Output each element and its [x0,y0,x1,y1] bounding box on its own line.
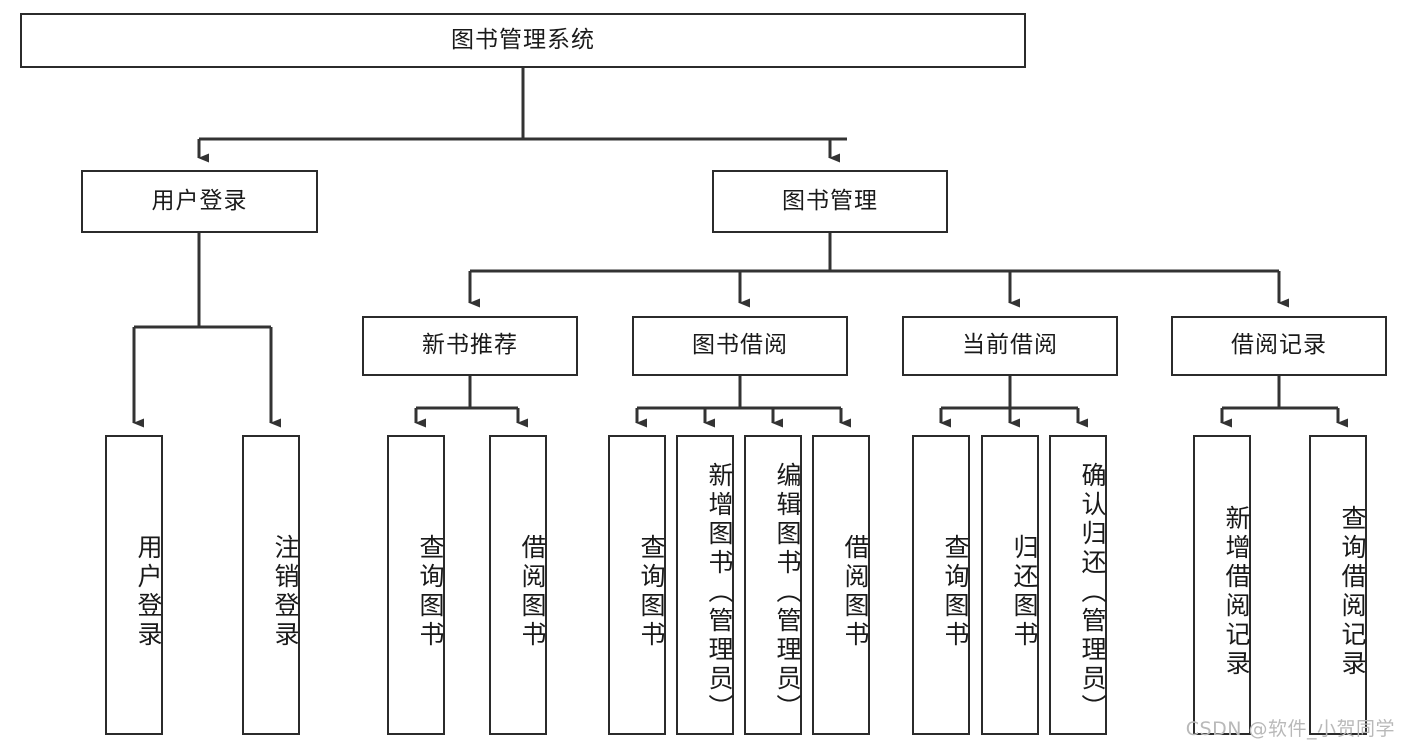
leaf-user-login-2[interactable]: 注销登录 [242,435,300,735]
node-root[interactable]: 图书管理系统 [20,13,1026,68]
leaf-borrow-2-label: 新增图书（管理员） [705,461,734,723]
leaf-current-1[interactable]: 查询图书 [912,435,970,735]
leaf-borrow-4[interactable]: 借阅图书 [812,435,870,735]
node-current-borrow[interactable]: 当前借阅 [902,316,1118,376]
node-new-book-recommend[interactable]: 新书推荐 [362,316,578,376]
node-user-login-label: 用户登录 [151,187,248,214]
leaf-record-2[interactable]: 查询借阅记录 [1309,435,1367,735]
leaf-borrow-3-label: 编辑图书（管理员） [773,461,802,723]
leaf-recommend-2[interactable]: 借阅图书 [489,435,547,735]
leaf-recommend-1-label: 查询图书 [416,534,445,650]
leaf-borrow-1[interactable]: 查询图书 [608,435,666,735]
leaf-borrow-1-label: 查询图书 [637,534,666,650]
node-book-borrow[interactable]: 图书借阅 [632,316,848,376]
leaf-borrow-3[interactable]: 编辑图书（管理员） [744,435,802,735]
leaf-current-2-label: 归还图书 [1010,534,1039,650]
leaf-current-2[interactable]: 归还图书 [981,435,1039,735]
leaf-record-1[interactable]: 新增借阅记录 [1193,435,1251,735]
node-current-borrow-label: 当前借阅 [962,332,1058,359]
leaf-user-login-1[interactable]: 用户登录 [105,435,163,735]
leaf-current-1-label: 查询图书 [941,534,970,650]
node-user-login[interactable]: 用户登录 [81,170,318,233]
node-book-borrow-label: 图书借阅 [692,332,788,359]
leaf-recommend-1[interactable]: 查询图书 [387,435,445,735]
node-borrow-record-label: 借阅记录 [1231,332,1327,359]
leaf-recommend-2-label: 借阅图书 [518,534,547,650]
leaf-current-3[interactable]: 确认归还（管理员） [1049,435,1107,735]
node-book-management[interactable]: 图书管理 [712,170,948,233]
node-borrow-record[interactable]: 借阅记录 [1171,316,1387,376]
node-book-management-label: 图书管理 [782,187,878,214]
leaf-user-login-1-label: 用户登录 [134,534,163,650]
leaf-user-login-2-label: 注销登录 [271,534,300,650]
leaf-record-1-label: 新增借阅记录 [1222,505,1251,679]
leaf-borrow-2[interactable]: 新增图书（管理员） [676,435,734,735]
leaf-borrow-4-label: 借阅图书 [841,534,870,650]
leaf-record-2-label: 查询借阅记录 [1338,505,1367,679]
leaf-current-3-label: 确认归还（管理员） [1078,461,1107,723]
node-new-book-recommend-label: 新书推荐 [422,332,518,359]
node-root-label: 图书管理系统 [451,26,595,53]
